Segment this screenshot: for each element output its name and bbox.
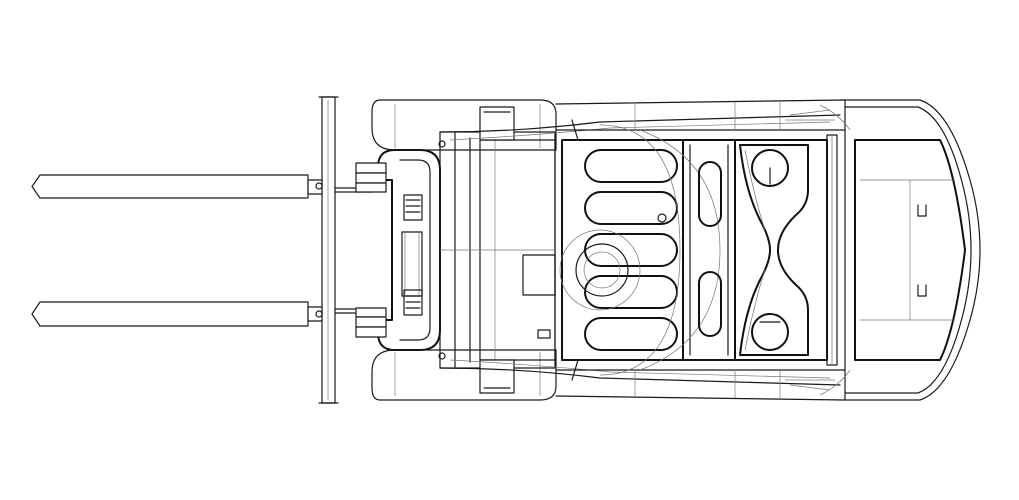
fork-lower bbox=[31, 301, 309, 327]
fork-upper bbox=[31, 174, 309, 199]
floor-plate-slots bbox=[584, 149, 678, 351]
steering-wheel bbox=[559, 124, 721, 376]
front-wheel-left bbox=[371, 99, 557, 151]
seat-knob-top bbox=[751, 149, 789, 187]
fork-carriage-plate bbox=[318, 96, 339, 404]
cab-frame bbox=[561, 139, 828, 361]
rear-frame bbox=[826, 99, 981, 401]
mast-assembly bbox=[334, 149, 441, 351]
dash-area bbox=[438, 106, 556, 394]
fork-hooks bbox=[307, 179, 323, 322]
body-outline bbox=[555, 99, 846, 401]
detail-lines bbox=[537, 104, 851, 396]
seat-knob-bottom bbox=[751, 313, 789, 351]
front-wheel-right bbox=[371, 349, 557, 401]
operator-seat bbox=[739, 144, 809, 356]
counterweight-panel bbox=[854, 139, 966, 361]
pedals bbox=[698, 161, 722, 337]
